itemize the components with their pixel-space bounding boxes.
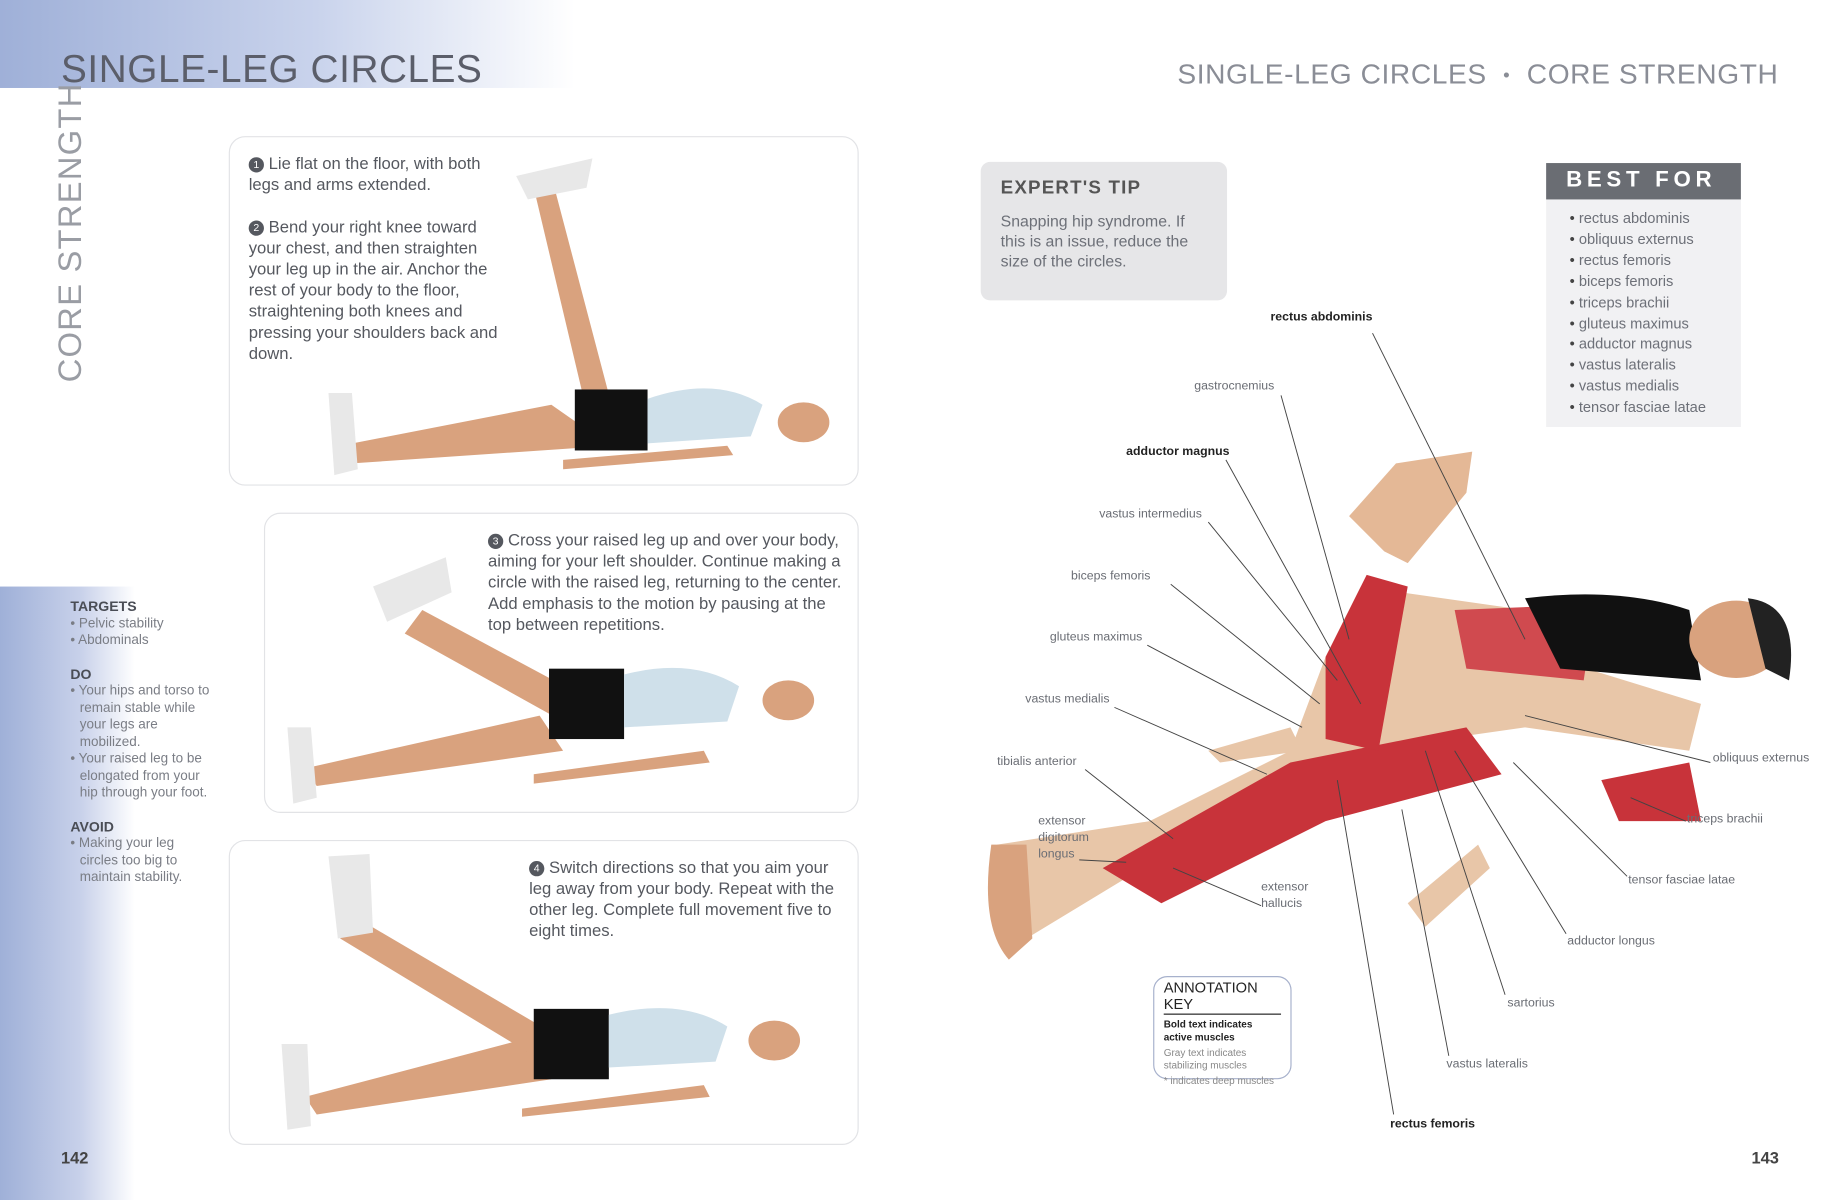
photo-step-1 <box>328 158 830 476</box>
header-section: CORE STRENGTH <box>1526 58 1779 91</box>
step-number: 4 <box>529 861 545 877</box>
experts-tip-text: Snapping hip syndrome. If this is an iss… <box>1000 212 1189 270</box>
page-title: SINGLE-LEG CIRCLES <box>61 46 483 91</box>
step-text: Cross your raised leg up and over your b… <box>488 531 842 635</box>
muscle-label: vastus intermedius <box>1099 506 1202 521</box>
target-item: Pelvic stability <box>70 615 211 632</box>
photo-step-3 <box>287 557 815 804</box>
muscle-label: rectus abdominis <box>1270 309 1373 324</box>
step-text: Lie flat on the floor, with both legs an… <box>248 154 481 195</box>
muscle-label: tensor fasciae latae <box>1628 872 1736 887</box>
step-number: 3 <box>488 533 504 550</box>
annotation-key-gray: Gray text indicates stabilizing muscles <box>1163 1046 1247 1072</box>
best-for-item: vastus lateralis <box>1570 356 1741 377</box>
best-for-item: obliquus externus <box>1570 230 1741 251</box>
page-number-left: 142 <box>61 1148 89 1168</box>
page-number-right: 143 <box>1751 1148 1779 1168</box>
photo-step-4 <box>281 854 801 1130</box>
annotation-key-heading: ANNOTATION KEY <box>1163 980 1282 1015</box>
annotation-key-bold: Bold text indicates active muscles <box>1163 1018 1253 1043</box>
do-item: Your hips and torso to remain stable whi… <box>70 683 211 751</box>
muscle-label: triceps brachii <box>1686 811 1763 826</box>
muscle-label: sartorius <box>1507 995 1555 1011</box>
leader-lines <box>1079 332 1711 1115</box>
header-title: SINGLE-LEG CIRCLES <box>1177 58 1487 91</box>
experts-tip-heading: EXPERT'S TIP <box>1000 178 1142 199</box>
muscle-label: gluteus maximus <box>1049 629 1143 645</box>
muscle-label: rectus femoris <box>1390 1116 1476 1131</box>
sidebar-notes: TARGETS Pelvic stabilityAbdominals DO Yo… <box>70 598 211 886</box>
best-for-item: rectus abdominis <box>1570 209 1741 230</box>
best-for-item: biceps femoris <box>1570 272 1741 293</box>
best-for-item: vastus medialis <box>1570 377 1741 398</box>
muscle-label: vastus lateralis <box>1446 1056 1528 1072</box>
annotation-key-deep: * indicates deep muscles <box>1163 1074 1275 1087</box>
muscle-label: vastus medialis <box>1025 692 1110 707</box>
do-item: Your raised leg to be elongated from you… <box>70 751 211 802</box>
step-number: 1 <box>248 157 264 173</box>
best-for-item: adductor magnus <box>1570 335 1741 356</box>
annotation-key: ANNOTATION KEY Bold text indicates activ… <box>1153 976 1292 1086</box>
best-for-item: gluteus maximus <box>1570 314 1741 335</box>
do-heading: DO <box>70 665 92 683</box>
muscle-label: extensor hallucis <box>1261 879 1309 911</box>
muscle-label: biceps femoris <box>1071 568 1151 584</box>
running-header: SINGLE-LEG CIRCLES • CORE STRENGTH <box>1177 59 1778 92</box>
muscle-label: adductor longus <box>1567 933 1655 948</box>
muscle-label: adductor magnus <box>1126 444 1230 459</box>
targets-heading: TARGETS <box>70 598 137 615</box>
exercise-photos <box>281 158 830 1130</box>
avoid-item: Making your leg circles too big to maint… <box>70 835 211 886</box>
header-band <box>0 0 575 88</box>
step-text: Switch directions so that you aim your l… <box>529 858 835 941</box>
muscle-label: extensor digitorum longus <box>1038 814 1089 862</box>
best-for-item: tensor fasciae latae <box>1570 398 1741 419</box>
best-for-item: triceps brachii <box>1570 293 1741 314</box>
experts-tip-box: EXPERT'S TIP Snapping hip syndrome. If t… <box>980 161 1228 301</box>
avoid-heading: AVOID <box>70 818 114 835</box>
anatomical-figure <box>987 451 1792 960</box>
step-text: Bend your right knee toward your chest, … <box>248 218 498 364</box>
muscle-label: gastrocnemius <box>1194 378 1275 393</box>
header-separator: • <box>1503 65 1511 86</box>
step-number: 2 <box>248 220 264 236</box>
muscle-label: obliquus externus <box>1712 750 1810 765</box>
best-for-item: rectus femoris <box>1570 251 1741 272</box>
target-item: Abdominals <box>70 632 211 649</box>
best-for-box: BEST FOR rectus abdominis obliquus exter… <box>1546 163 1741 428</box>
muscle-label: tibialis anterior <box>997 754 1077 769</box>
best-for-heading: BEST FOR <box>1546 163 1741 200</box>
